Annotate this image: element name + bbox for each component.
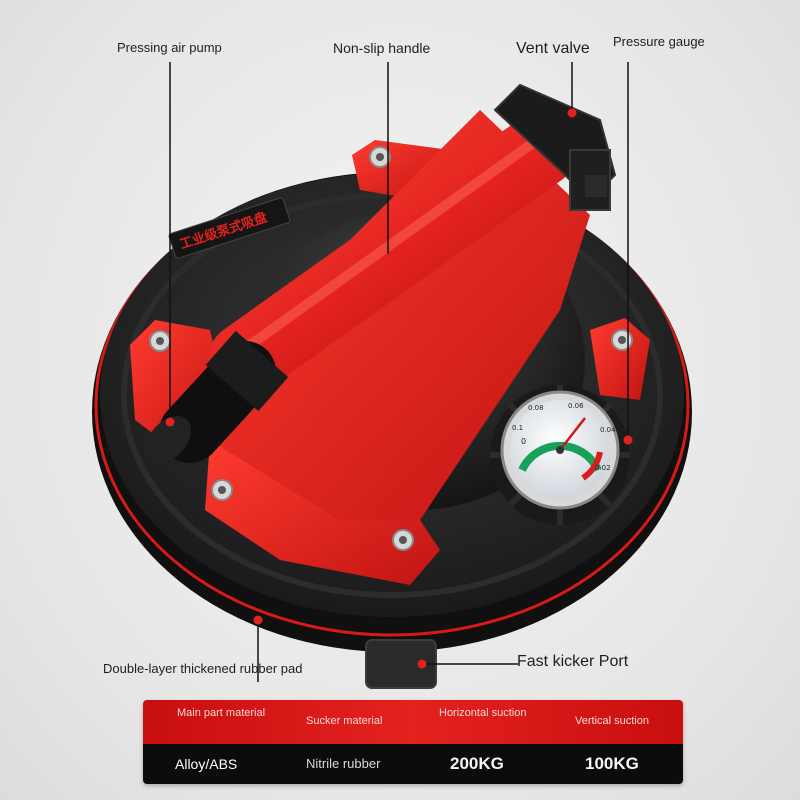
pressure-gauge: 0 0.02 0.04 0.06 0.08 0.1 [490, 385, 630, 525]
spec-header-sucker: Sucker material [306, 715, 383, 727]
spec-table-header: Main part material Sucker material Horiz… [143, 700, 683, 744]
spec-header-vertical: Vertical suction [575, 715, 649, 727]
spec-value-sucker: Nitrile rubber [306, 756, 381, 771]
gauge-tick-1: 0.02 [595, 464, 611, 472]
air-pump [144, 330, 289, 465]
gauge-tick-2: 0.04 [600, 426, 616, 434]
callout-kicker-port: Fast kicker Port [517, 653, 629, 670]
callout-air-pump: Pressing air pump [117, 40, 222, 55]
vent-valve [493, 83, 617, 211]
non-slip-handle [208, 113, 577, 397]
callout-vent-valve: Vent valve [516, 40, 590, 57]
spec-table-row: Alloy/ABS Nitrile rubber 200KG 100KG [143, 744, 683, 784]
callout-dots [165, 108, 633, 669]
spec-header-horizontal: Horizontal suction [439, 707, 527, 719]
spec-value-vertical: 100KG [585, 754, 639, 773]
spec-header-material: Main part material [177, 707, 266, 719]
callout-pressure-gauge: Pressure gauge [613, 34, 705, 49]
red-plate-lower [205, 440, 440, 585]
callout-handle: Non-slip handle [333, 40, 431, 56]
gauge-tick-5: 0.1 [512, 424, 523, 432]
spec-value-material: Alloy/ABS [175, 756, 238, 772]
gauge-tick-4: 0.08 [528, 404, 544, 412]
red-plate-right [590, 318, 650, 400]
spec-table: Main part material Sucker material Horiz… [143, 700, 683, 784]
gauge-tick-0: 0 [521, 437, 526, 446]
callout-rubber-pad: Double-layer thickened rubber pad [103, 661, 303, 676]
bolts [149, 146, 633, 551]
spec-value-horizontal: 200KG [450, 754, 504, 773]
callout-lines [169, 62, 629, 682]
gauge-tick-3: 0.06 [568, 402, 584, 410]
